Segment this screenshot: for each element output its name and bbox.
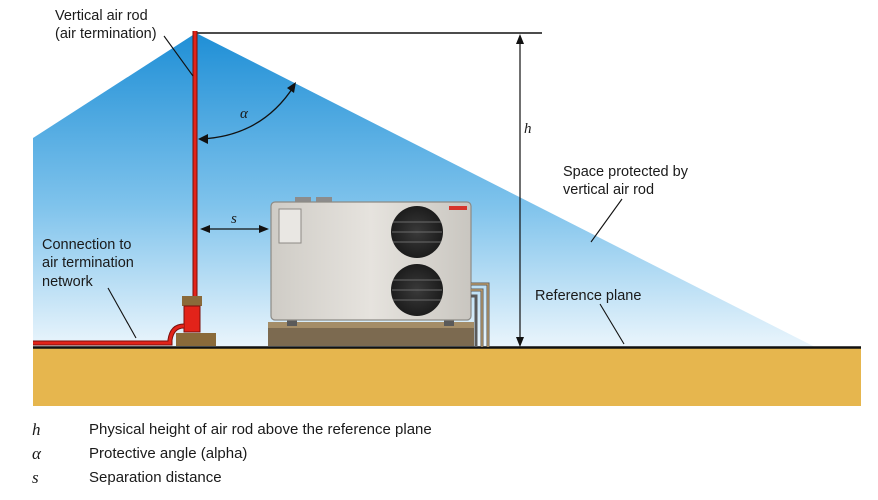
height-dimension-arrow — [516, 34, 524, 347]
space-label-line2: vertical air rod — [563, 182, 654, 198]
legend-text: Separation distance — [89, 469, 222, 486]
ground — [33, 348, 861, 406]
legend-text: Physical height of air rod above the ref… — [89, 421, 432, 438]
connection-label-line1: Connection to — [42, 237, 131, 253]
angle-arrowhead-left — [198, 134, 208, 144]
alpha-label: α — [240, 106, 249, 122]
legend: h Physical height of air rod above the r… — [0, 412, 878, 500]
h-label: h — [524, 121, 532, 137]
protected-space-cone — [33, 33, 815, 347]
reference-leader-line — [599, 303, 625, 345]
angle-arrowhead-right — [287, 82, 296, 93]
reference-plane-label: Reference plane — [535, 288, 641, 304]
legend-text: Protective angle (alpha) — [89, 445, 248, 462]
legend-symbol: α — [32, 444, 41, 463]
legend-symbol: s — [32, 468, 39, 487]
protective-angle-arc — [200, 85, 295, 140]
legend-row-alpha: α Protective angle (alpha) — [0, 444, 878, 468]
air-rod — [33, 31, 216, 346]
connection-label-line2: air termination — [42, 255, 134, 271]
outdoor-unit — [268, 197, 490, 347]
legend-row-h: h Physical height of air rod above the r… — [0, 420, 878, 444]
legend-symbol: h — [32, 420, 41, 439]
s-label: s — [231, 211, 237, 227]
rod-label-line2: (air termination) — [55, 26, 157, 42]
separation-dimension-arrow — [200, 225, 269, 233]
connection-leader-line — [107, 287, 137, 339]
legend-row-s: s Separation distance — [0, 468, 878, 492]
lightning-protection-diagram: Vertical air rod (air termination) α h s… — [33, 8, 861, 406]
connection-label-line3: network — [42, 274, 94, 290]
space-leader-line — [590, 198, 623, 243]
space-label-line1: Space protected by — [563, 164, 689, 180]
rod-label-line1: Vertical air rod — [55, 8, 148, 24]
rod-leader-line — [163, 35, 194, 77]
